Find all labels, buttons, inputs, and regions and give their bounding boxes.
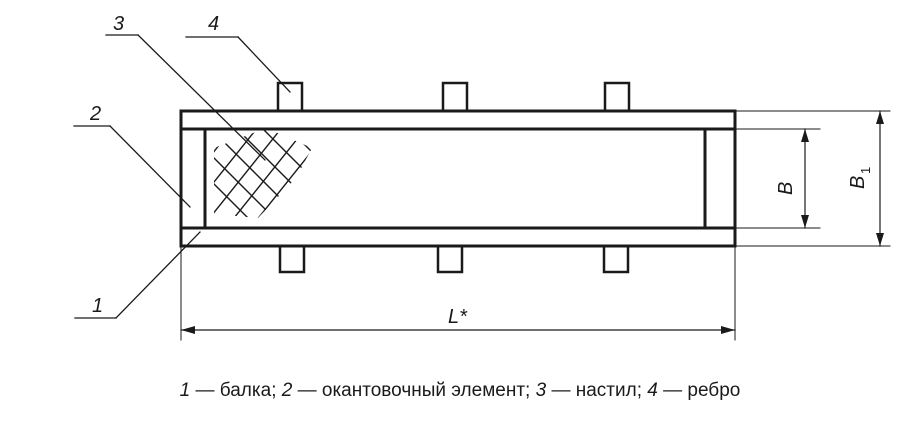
caption-text: — балка; (190, 380, 282, 401)
dim-b1-label-group: B 1 (847, 167, 873, 189)
rib-bottom-3 (602, 244, 630, 274)
callout-2-leader (109, 125, 191, 208)
rib-top-3 (603, 81, 631, 113)
callout-1-label: 1 (92, 295, 103, 317)
dim-b1-arrow-top (876, 111, 884, 124)
callout-4-label: 4 (208, 13, 219, 35)
figure-caption: 1 — балка; 2 — окантовочный элемент; 3 —… (0, 380, 920, 402)
dim-b-arrow-bottom (801, 215, 809, 228)
dim-b1-subscript: 1 (858, 167, 873, 174)
caption-text: — настил; (546, 380, 648, 401)
rib-top-2 (441, 81, 469, 113)
caption-text: — ребро (657, 380, 741, 401)
caption-number: 3 (535, 380, 547, 401)
rib-bottom-1 (278, 244, 306, 274)
dim-length-label: L* (448, 306, 468, 328)
dim-b-label: B (775, 182, 797, 195)
rib-top-1 (276, 81, 304, 113)
callout-3-label: 3 (113, 13, 124, 35)
callout-4-leader (237, 36, 291, 93)
rib-bottom-2 (436, 244, 464, 274)
dim-length-arrow-right (721, 326, 735, 334)
callout-1-leader (115, 231, 201, 319)
callout-2-label: 2 (89, 103, 101, 125)
caption-number: 1 (179, 380, 191, 401)
frame-outer (179, 109, 737, 248)
caption-text: — окантовочный элемент; (292, 380, 536, 401)
caption-number: 2 (281, 380, 293, 401)
dim-b-arrow-top (801, 129, 809, 142)
callout-3-leader (137, 34, 266, 161)
dim-b1-arrow-bottom (876, 233, 884, 246)
caption-number: 4 (647, 380, 658, 401)
dim-b1-label: B (847, 176, 869, 189)
dim-length-arrow-left (181, 326, 195, 334)
